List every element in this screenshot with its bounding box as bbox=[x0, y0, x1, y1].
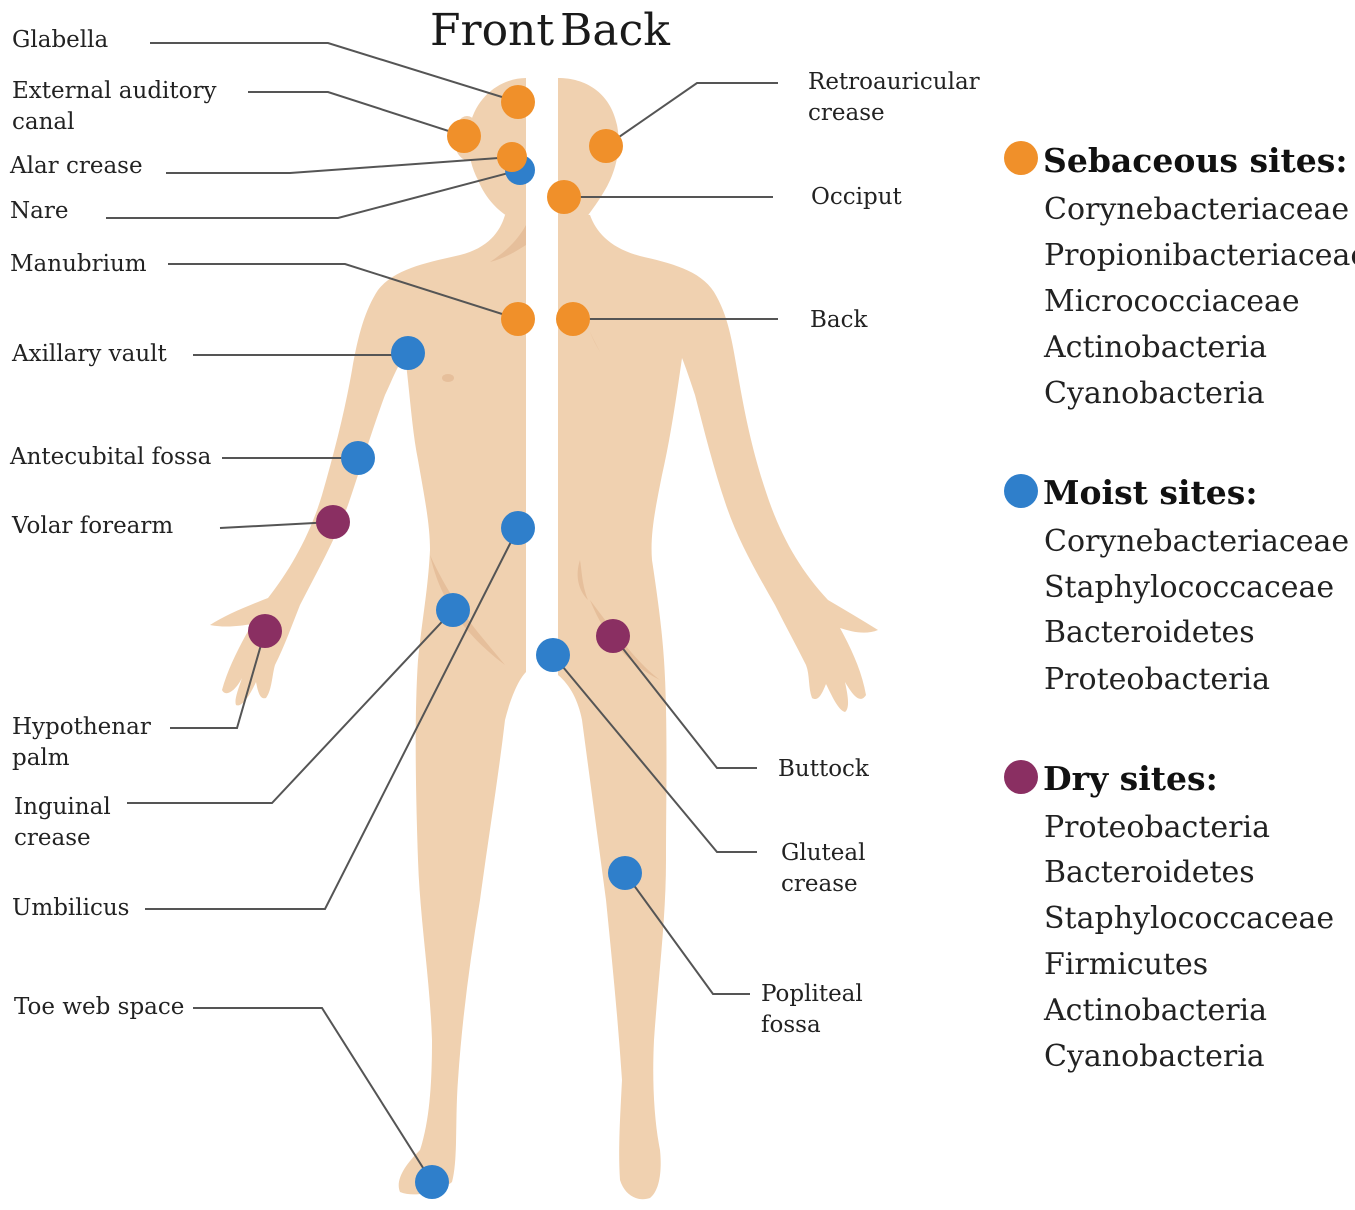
legend-moist-item: Proteobacteria bbox=[1044, 662, 1270, 697]
legend-moist-title: Moist sites: bbox=[1043, 473, 1258, 512]
label-buttock: Buttock bbox=[778, 756, 870, 782]
legend-dry-item: Cyanobacteria bbox=[1044, 1039, 1265, 1074]
front-header: Front bbox=[430, 5, 554, 56]
label-hypothenar-line1: Hypothenar bbox=[12, 714, 151, 740]
popliteal-fossa-marker bbox=[608, 856, 642, 890]
toe-web-space-leader bbox=[193, 1008, 432, 1182]
external-auditory-canal-marker bbox=[447, 119, 481, 153]
back-marker bbox=[556, 302, 590, 336]
axillary-vault-marker bbox=[391, 336, 425, 370]
label-toe-web-space: Toe web space bbox=[14, 994, 184, 1020]
legend-dry-title: Dry sites: bbox=[1043, 759, 1218, 798]
buttock-marker bbox=[596, 619, 630, 653]
label-popliteal-line2: fossa bbox=[761, 1012, 821, 1038]
label-gluteal-line2: crease bbox=[781, 871, 858, 897]
hypothenar-palm-marker bbox=[248, 614, 282, 648]
label-volar-forearm: Volar forearm bbox=[11, 513, 173, 539]
back-header: Back bbox=[560, 5, 670, 56]
legend-moist-swatch bbox=[1004, 474, 1038, 508]
alar-crease-leader bbox=[166, 157, 512, 173]
label-axillary-vault: Axillary vault bbox=[11, 341, 168, 367]
toe-web-space-marker bbox=[415, 1165, 449, 1199]
manubrium-marker bbox=[501, 302, 535, 336]
label-antecubital-fossa: Antecubital fossa bbox=[9, 444, 212, 470]
legend-dry-item: Firmicutes bbox=[1044, 947, 1208, 982]
legend: Sebaceous sites: Corynebacteriaceae Prop… bbox=[1004, 141, 1355, 1074]
label-manubrium: Manubrium bbox=[10, 251, 147, 277]
label-gluteal-line1: Gluteal bbox=[781, 840, 865, 866]
front-site-labels: Glabella External auditory canal Alar cr… bbox=[9, 27, 216, 1020]
label-retroauricular-line1: Retroauricular bbox=[808, 69, 980, 95]
gluteal-crease-marker bbox=[536, 638, 570, 672]
umbilicus-marker bbox=[501, 511, 535, 545]
legend-sebaceous-item: Micrococciaceae bbox=[1044, 284, 1300, 319]
label-inguinal-line1: Inguinal bbox=[14, 794, 111, 820]
back-site-labels: Retroauricular crease Occiput Back Butto… bbox=[761, 69, 980, 1038]
legend-sebaceous-item: Cyanobacteria bbox=[1044, 376, 1265, 411]
legend-sebaceous-title: Sebaceous sites: bbox=[1043, 141, 1348, 180]
legend-sebaceous-item: Corynebacteriaceae bbox=[1044, 192, 1349, 227]
inguinal-crease-leader bbox=[127, 610, 453, 803]
legend-moist: Moist sites: Corynebacteriaceae Staphylo… bbox=[1004, 473, 1349, 697]
legend-sebaceous-item: Propionibacteriaceae bbox=[1044, 238, 1355, 273]
label-hypothenar-line2: palm bbox=[12, 745, 70, 771]
label-retroauricular-line2: crease bbox=[808, 100, 885, 126]
antecubital-fossa-marker bbox=[341, 441, 375, 475]
label-back: Back bbox=[810, 307, 868, 333]
label-glabella: Glabella bbox=[12, 27, 108, 53]
retroauricular-crease-marker bbox=[589, 129, 623, 163]
inguinal-crease-marker bbox=[436, 593, 470, 627]
label-external-auditory-line1: External auditory bbox=[12, 78, 216, 104]
legend-dry: Dry sites: Proteobacteria Bacteroidetes … bbox=[1004, 759, 1334, 1074]
legend-dry-swatch bbox=[1004, 760, 1038, 794]
legend-dry-item: Staphylococcaceae bbox=[1044, 901, 1334, 936]
occiput-marker bbox=[547, 180, 581, 214]
glabella-marker bbox=[501, 85, 535, 119]
legend-moist-item: Corynebacteriaceae bbox=[1044, 524, 1349, 559]
legend-sebaceous: Sebaceous sites: Corynebacteriaceae Prop… bbox=[1004, 141, 1355, 411]
legend-sebaceous-item: Actinobacteria bbox=[1043, 330, 1267, 365]
legend-moist-item: Bacteroidetes bbox=[1044, 615, 1255, 650]
alar-crease-marker bbox=[497, 142, 527, 172]
volar-forearm-marker bbox=[316, 505, 350, 539]
legend-sebaceous-swatch bbox=[1004, 141, 1038, 175]
label-popliteal-line1: Popliteal bbox=[761, 981, 863, 1007]
label-alar-crease: Alar crease bbox=[9, 153, 143, 179]
label-external-auditory-line2: canal bbox=[12, 109, 74, 135]
nare-leader bbox=[106, 170, 520, 218]
label-inguinal-line2: crease bbox=[14, 825, 91, 851]
retroauricular-leader bbox=[606, 83, 778, 146]
external-auditory-leader bbox=[248, 92, 464, 136]
label-nare: Nare bbox=[10, 198, 68, 224]
legend-moist-item: Staphylococcaceae bbox=[1044, 570, 1334, 605]
label-umbilicus: Umbilicus bbox=[12, 895, 129, 921]
legend-dry-item: Proteobacteria bbox=[1044, 810, 1270, 845]
legend-dry-item: Actinobacteria bbox=[1043, 993, 1267, 1028]
legend-dry-item: Bacteroidetes bbox=[1044, 855, 1255, 890]
label-occiput: Occiput bbox=[811, 184, 903, 210]
